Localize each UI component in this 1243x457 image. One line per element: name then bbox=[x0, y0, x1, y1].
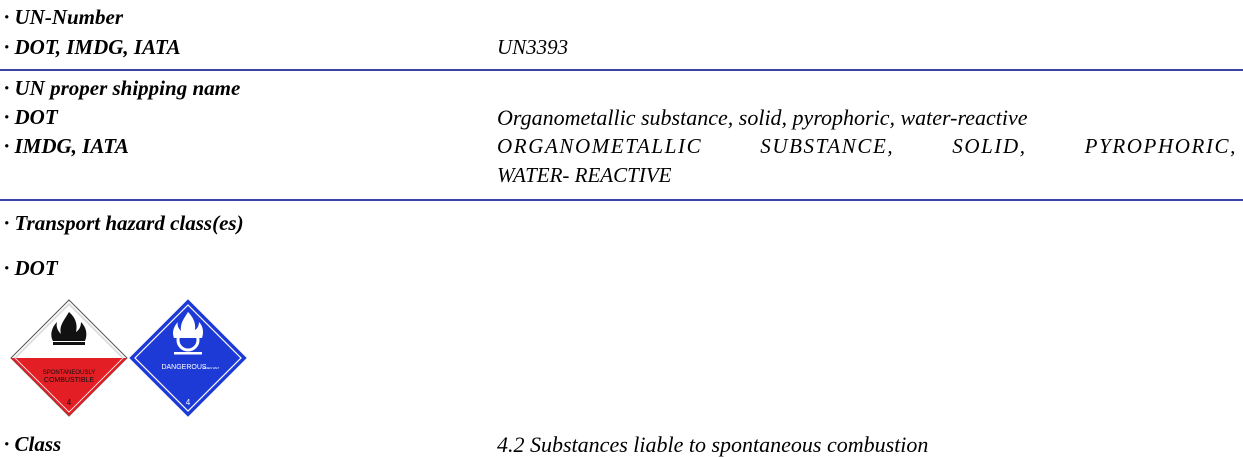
section-divider bbox=[0, 199, 1243, 201]
placard-1-text-2: COMBUSTIBLE bbox=[44, 377, 95, 384]
shipping-name-imdg-value-line2: WATER- REACTIVE bbox=[497, 163, 672, 187]
class-row: · Class 4.2 Substances liable to spontan… bbox=[0, 432, 1243, 457]
shipping-name-dot-value: Organometallic substance, solid, pyropho… bbox=[497, 105, 1028, 130]
placard-2-text-2: WHEN WET bbox=[203, 366, 220, 370]
shipping-name-imdg-label: · IMDG, IATA bbox=[4, 134, 129, 158]
placard-1-text-1: SPONTANEOUSLY bbox=[43, 370, 95, 376]
hazard-class-dot-row: · DOT bbox=[0, 256, 1243, 281]
class-label: · Class bbox=[4, 432, 62, 456]
placard-red-half bbox=[11, 358, 127, 416]
spontaneously-combustible-placard: SPONTANEOUSLY COMBUSTIBLE 4 bbox=[10, 299, 128, 417]
class-value: 4.2 Substances liable to spontaneous com… bbox=[497, 432, 929, 457]
hazard-placards: SPONTANEOUSLY COMBUSTIBLE 4 DANGEROUS WH… bbox=[0, 298, 250, 428]
un-number-heading: · UN-Number bbox=[4, 5, 123, 29]
section-divider bbox=[0, 69, 1243, 71]
hazard-class-heading-row: · Transport hazard class(es) bbox=[0, 211, 1243, 236]
un-number-heading-row: · UN-Number bbox=[0, 5, 1243, 30]
flame-over-circle-icon bbox=[173, 312, 203, 355]
shipping-name-dot-row: · DOT Organometallic substance, solid, p… bbox=[0, 105, 1243, 130]
shipping-name-heading: · UN proper shipping name bbox=[4, 76, 241, 100]
un-number-row: · DOT, IMDG, IATA UN3393 bbox=[0, 35, 1243, 60]
un-number-value: UN3393 bbox=[497, 35, 569, 59]
shipping-name-heading-row: · UN proper shipping name bbox=[0, 76, 1243, 101]
shipping-name-imdg-row-2: WATER- REACTIVE bbox=[0, 163, 1243, 188]
dangerous-when-wet-placard: DANGEROUS WHEN WET 4 bbox=[129, 299, 247, 417]
hazard-class-heading: · Transport hazard class(es) bbox=[4, 211, 244, 235]
flame-icon bbox=[51, 312, 87, 345]
un-number-label: · DOT, IMDG, IATA bbox=[4, 35, 181, 59]
placard-2-number: 4 bbox=[186, 398, 191, 407]
hazard-class-dot-label: · DOT bbox=[4, 256, 58, 280]
shipping-name-imdg-row: · IMDG, IATA ORGANOMETALLIC SUBSTANCE, S… bbox=[0, 134, 1243, 159]
shipping-name-imdg-value-line1: ORGANOMETALLIC SUBSTANCE, SOLID, PYROPHO… bbox=[497, 134, 1237, 158]
placard-2-text-1: DANGEROUS bbox=[161, 364, 206, 371]
shipping-name-dot-label: · DOT bbox=[4, 105, 58, 129]
placard-1-number: 4 bbox=[67, 398, 72, 407]
